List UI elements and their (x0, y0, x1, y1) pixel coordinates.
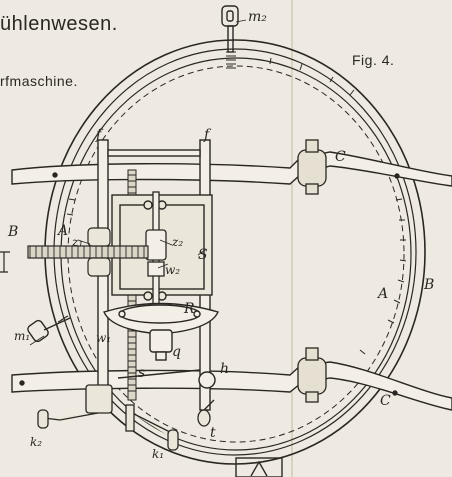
label-f-left: f (96, 127, 102, 143)
label-C-top: C (335, 149, 346, 165)
leader-lines (29, 19, 247, 346)
label-w1: w₁ (96, 331, 112, 345)
label-m1: m₁ (14, 329, 31, 343)
label-S: S (198, 247, 208, 263)
label-A-left: A (58, 223, 69, 239)
label-k2: k₂ (30, 435, 43, 449)
handle-k2 (37, 384, 113, 429)
handle-t (197, 399, 215, 427)
lever-h (117, 369, 216, 389)
gear-z1 (27, 227, 149, 277)
label-C-bottom: C (380, 393, 391, 409)
handle-k1 (125, 404, 179, 451)
label-w2: w₂ (165, 263, 181, 277)
label-R: R (184, 301, 195, 317)
label-t: t (210, 425, 216, 441)
upper-crossbar-C (11, 151, 452, 187)
label-z1: z₁ (72, 235, 84, 249)
label-k1: k₁ (152, 447, 165, 461)
feed-shaft (145, 191, 167, 343)
crank-m2 (221, 5, 239, 69)
figure-label: Fig. 4. (352, 52, 395, 68)
page-title: ühlenwesen. (0, 13, 118, 35)
bottom-detail (235, 457, 283, 477)
label-B-left: B (8, 224, 19, 240)
page-subtitle: rfmaschine. (0, 73, 78, 89)
left-edge-bracket (0, 251, 10, 273)
label-A-right: A (378, 286, 389, 302)
lower-clamp (297, 347, 327, 403)
upper-clamp (297, 139, 327, 195)
label-z2: z₂ (172, 235, 184, 249)
label-h: h (220, 361, 230, 377)
label-B-right: B (424, 277, 435, 293)
label-q: q (172, 344, 181, 360)
crank-m1 (27, 315, 71, 343)
label-f-right: f (204, 127, 210, 143)
tool-head-R (103, 302, 219, 361)
label-s: s (138, 365, 146, 381)
label-m2: m₂ (248, 9, 267, 25)
